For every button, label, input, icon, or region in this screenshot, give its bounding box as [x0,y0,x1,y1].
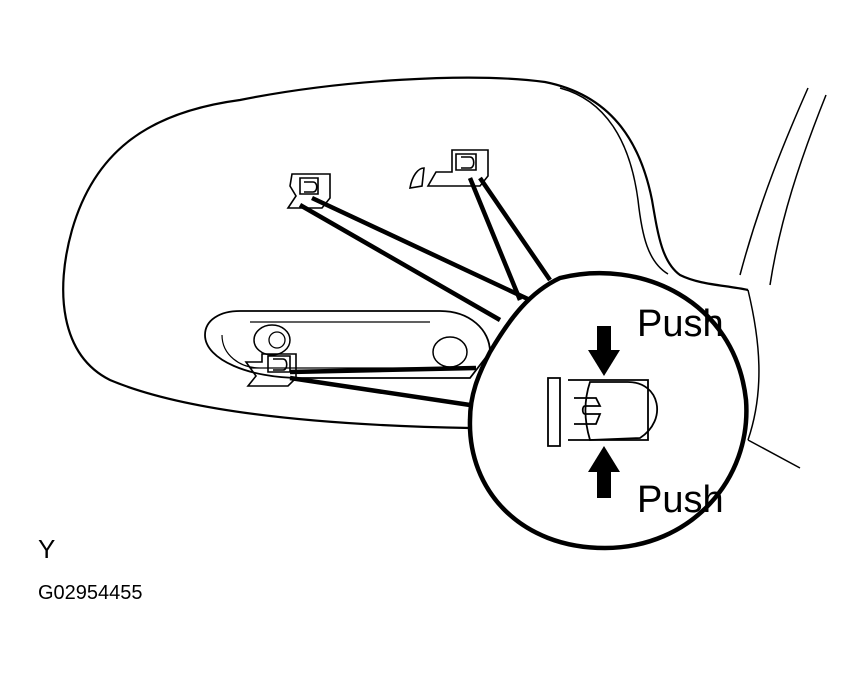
bracket-hole-right [432,336,468,368]
bracket-hole-left-outer [253,324,291,356]
mirror-housing-inner-rim [559,87,669,275]
push-label-bottom: Push [637,479,724,521]
figure-code-label: G02954455 [38,582,143,604]
door-frame-line-1 [739,87,809,276]
mirror-housing-outline [62,76,749,430]
door-frame-line-3 [747,289,760,441]
bracket-hole-left-inner [268,331,286,349]
clip-detail-magnified [547,377,658,447]
magnified-detail-circle [467,270,749,551]
clip-upper-right [409,149,489,189]
push-arrow-up-icon [588,446,620,498]
push-label-top: Push [637,303,724,345]
push-arrow-down-icon [588,326,620,376]
view-letter-label: Y [38,534,56,564]
mirror-bracket-inner [221,321,460,369]
door-frame-line-4 [747,439,801,469]
callout-lines [289,176,552,408]
clip-lower-left [244,353,297,387]
door-frame-line-2 [769,94,827,286]
